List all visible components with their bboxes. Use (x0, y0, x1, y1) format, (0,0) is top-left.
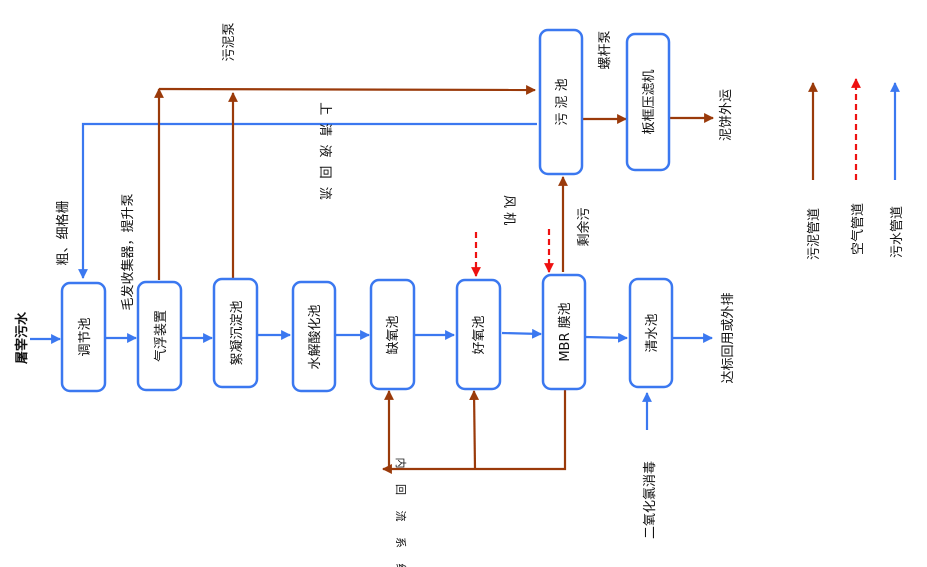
unit-label: 絮凝沉淀池 (229, 300, 245, 365)
legend-label: 污泥管道 (807, 208, 822, 260)
unit-regulating-tank[interactable]: 调节池 (60, 281, 107, 393)
inlet-label: 屠宰污水 (14, 311, 30, 364)
blower-label: 风 机 (501, 195, 516, 225)
water-pipes (30, 122, 713, 430)
internal-return-label: 内 回 流 系 统 (394, 458, 408, 567)
discharge-label: 达标回用或外排 (721, 292, 736, 383)
legend: 污泥管道 空气管道 污水管道 (807, 78, 905, 260)
annotations: 屠宰污水 粗、细格栅 毛发收集器，提升泵 污泥泵 上 清 液 回 流 风 机 剩… (14, 22, 736, 567)
legend-label: 污水管道 (890, 206, 905, 258)
unit-air-flotation[interactable]: 气浮装置 (136, 280, 183, 392)
unit-mbr-tank[interactable]: MBR 膜池 (541, 273, 587, 391)
unit-label: 好氧池 (472, 315, 487, 354)
screens-label: 粗、细格栅 (55, 200, 71, 265)
unit-label: 调节池 (78, 317, 93, 356)
unit-label: 清水池 (645, 313, 660, 352)
pipe-internal-return (382, 390, 567, 474)
unit-label: 板框压滤机 (642, 69, 657, 134)
unit-anoxic-tank[interactable]: 缺氧池 (369, 278, 416, 391)
legend-label: 空气管道 (850, 203, 866, 255)
pipe-mbr-to-clearwater (584, 332, 628, 343)
unit-sludge-tank[interactable]: 污 泥 池 (538, 28, 584, 176)
process-units: 调节池 气浮装置 絮凝沉淀池 水解酸化池 缺氧池 好氧池 MBR 膜池 清水池 (60, 28, 674, 393)
unit-coag-sedimentation[interactable]: 絮凝沉淀池 (212, 277, 259, 389)
unit-label: 缺氧池 (386, 315, 401, 354)
pipe-supernatant-return (78, 122, 537, 279)
unit-label: 污 泥 池 (555, 78, 570, 125)
unit-label: MBR 膜池 (558, 302, 573, 361)
unit-clear-water-tank[interactable]: 清水池 (628, 277, 674, 389)
hair-collector-pump-label: 毛发收集器，提升泵 (120, 193, 136, 310)
legend-sludge-pipe: 污泥管道 (807, 82, 822, 260)
sludge-pipes (154, 85, 714, 474)
supernatant-return-label: 上 清 液 回 流 (317, 102, 332, 202)
cake-out-label: 泥饼外运 (719, 89, 734, 141)
pipe-aerobic-to-mbr (501, 328, 542, 339)
unit-filter-press[interactable]: 板框压滤机 (625, 32, 671, 172)
unit-aerobic-tank[interactable]: 好氧池 (455, 278, 502, 391)
pipe-return-to-aerobic (469, 390, 480, 470)
disinfection-label: 二氧化氯消毒 (643, 461, 658, 539)
legend-air-pipe: 空气管道 (850, 78, 866, 255)
sludge-pump-label: 污泥泵 (222, 22, 237, 61)
legend-water-pipe: 污水管道 (890, 82, 905, 258)
unit-hydrolysis-acidification[interactable]: 水解酸化池 (291, 280, 337, 393)
screw-pump-label: 螺杆泵 (598, 30, 613, 69)
pipe-sludge-header (158, 85, 536, 95)
excess-sludge-label: 剩余污 (576, 207, 592, 246)
air-pipes (471, 229, 554, 277)
unit-label: 气浮装置 (153, 310, 169, 362)
unit-label: 水解酸化池 (308, 304, 323, 369)
